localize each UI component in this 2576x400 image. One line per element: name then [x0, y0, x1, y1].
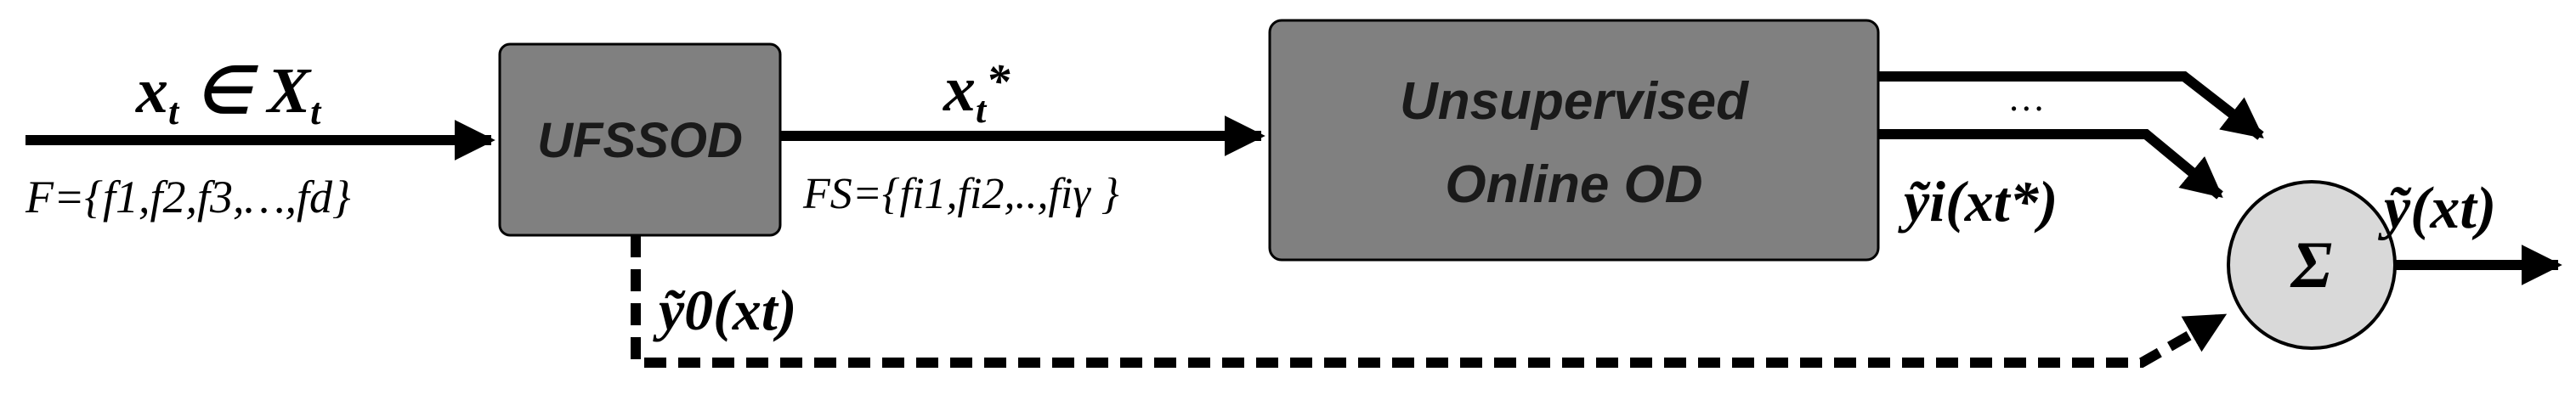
input-label: xt ∈ Xt — [135, 55, 322, 132]
y0-dashed-arrow — [631, 235, 2228, 368]
yi-label: ỹi(xt*) — [1898, 169, 2058, 234]
feature-set-label: F={f1,f2,f3,…,fd} — [25, 172, 351, 223]
online-od-label-line1: Unsupervised — [1400, 72, 1749, 131]
ufssod-label: UFSSOD — [537, 113, 743, 168]
sum-symbol: Σ — [2290, 228, 2332, 301]
selected-input-label: xt* — [943, 54, 1011, 131]
od-output-arrow-1 — [1878, 71, 2264, 140]
online-od-block — [1268, 19, 1880, 262]
online-od-label-line2: Online OD — [1445, 155, 1702, 214]
od-output-arrow-2 — [1878, 129, 2223, 200]
y0-label: ỹ0(xt) — [653, 278, 796, 342]
output-label: ỹ(xt) — [2378, 176, 2496, 241]
output-ellipsis: … — [2010, 77, 2043, 119]
selected-feature-set-label: FS={fi1,fi2,..,fiγ } — [802, 170, 1119, 218]
